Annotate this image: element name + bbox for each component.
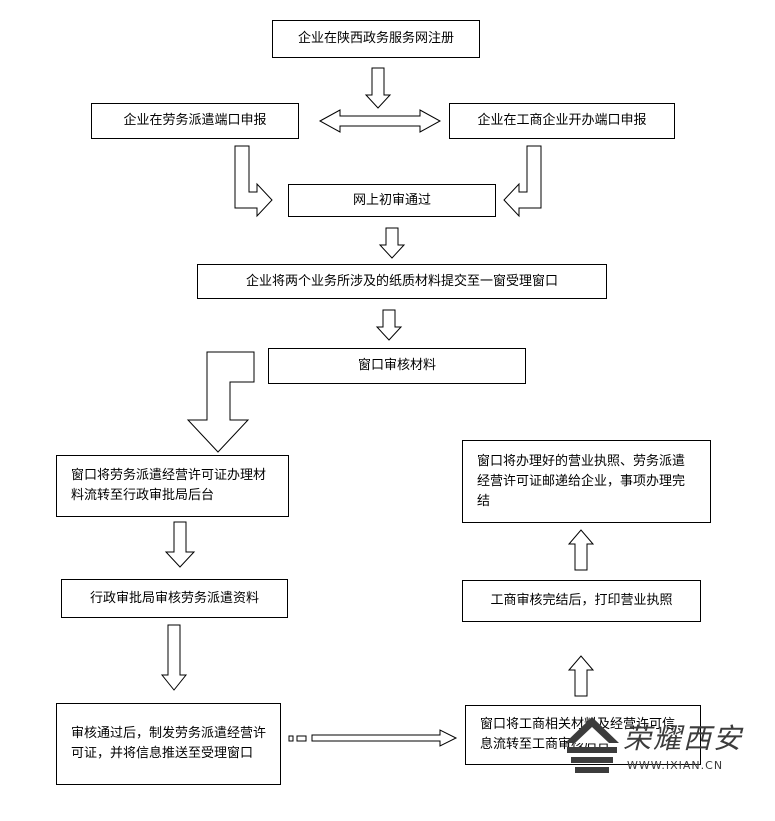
node-online-review: 网上初审通过: [288, 184, 496, 217]
node-transfer-admin: 窗口将劳务派遣经营许可证办理材料流转至行政审批局后台: [56, 455, 289, 517]
node-register: 企业在陕西政务服务网注册: [272, 20, 480, 58]
arrow-up-1: [567, 655, 595, 697]
node-labor-report: 企业在劳务派遣端口申报: [91, 103, 299, 139]
node-admin-review: 行政审批局审核劳务派遣资料: [61, 579, 288, 618]
node-issue-permit: 审核通过后，制发劳务派遣经营许可证，并将信息推送至受理窗口: [56, 703, 281, 785]
arrow-down-1: [364, 67, 392, 109]
arrow-right: [311, 729, 458, 747]
arrow-right-dash-2: [296, 735, 307, 742]
arrow-elbow-left: [234, 145, 273, 218]
arrow-down-2: [378, 227, 406, 259]
node-mail-done: 窗口将办理好的营业执照、劳务派遣经营许可证邮递给企业，事项办理完结: [462, 440, 711, 523]
arrow-elbow-big: [186, 351, 255, 453]
arrow-down-4: [164, 521, 196, 568]
node-biz-done: 工商审核完结后，打印营业执照: [462, 580, 701, 622]
node-submit-materials: 企业将两个业务所涉及的纸质材料提交至一窗受理窗口: [197, 264, 607, 299]
watermark-logo-icon: [565, 717, 619, 773]
node-biz-report: 企业在工商企业开办端口申报: [449, 103, 675, 139]
watermark: 荣耀西安 WWW.IXIAN.CN: [561, 713, 761, 783]
watermark-brand: 荣耀西安: [623, 722, 744, 755]
arrow-down-5: [160, 624, 188, 691]
arrow-right-dash-1: [288, 735, 294, 742]
arrow-down-3: [375, 309, 403, 341]
node-window-review: 窗口审核材料: [268, 348, 526, 384]
arrow-up-2: [567, 529, 595, 571]
watermark-url: WWW.IXIAN.CN: [627, 759, 724, 772]
arrow-double: [318, 109, 442, 133]
arrow-elbow-right: [503, 145, 542, 218]
